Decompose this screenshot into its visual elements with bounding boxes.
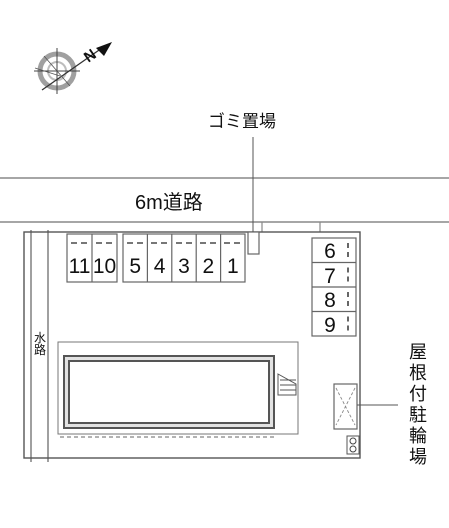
garbage-area	[247, 231, 260, 255]
parking-slot-2: 2	[202, 255, 215, 278]
parking-right-column	[311, 237, 357, 337]
parking-slot-10: 10	[92, 255, 117, 278]
bicycle-icon	[346, 435, 360, 455]
building-outline	[57, 341, 299, 435]
bike-roof-cross	[335, 387, 356, 426]
parking-slot-9: 9	[324, 313, 336, 337]
parking-slot-1: 1	[226, 255, 239, 278]
parking-slot-5: 5	[129, 255, 142, 278]
lot-boundary	[23, 231, 361, 459]
canal-label: 水 路	[33, 331, 46, 357]
garbage-label: ゴミ置場	[208, 112, 276, 131]
parking-slot-11: 11	[68, 255, 91, 278]
north-letter: N	[81, 46, 100, 66]
parking-slot-4: 4	[153, 255, 166, 278]
parking-slot-6: 6	[324, 240, 336, 263]
parking-slot-8: 8	[324, 289, 336, 312]
road-label: 6m道路	[135, 192, 203, 214]
parking-slot-3: 3	[178, 255, 190, 278]
parking-top-row	[66, 233, 246, 283]
compass-rose-icon: N	[34, 42, 112, 94]
building-footprint	[68, 360, 270, 424]
bike-parking-label: 屋 根 付 駐 輪 場	[409, 342, 427, 467]
parking-slot-7: 7	[324, 264, 336, 288]
stairs-icon	[277, 373, 297, 396]
